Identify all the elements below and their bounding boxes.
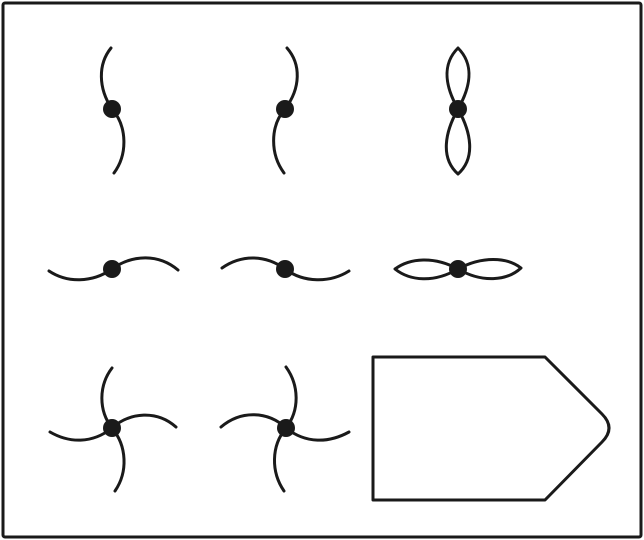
hub-dot	[449, 100, 467, 118]
hub-dot	[103, 260, 121, 278]
cell-r2-c1	[47, 256, 180, 282]
cell-r3-c2	[219, 365, 351, 493]
petal-top	[445, 46, 471, 111]
hub-dot	[276, 100, 294, 118]
cell-r3-c1	[48, 366, 178, 493]
answer-slot-pentagon[interactable]	[371, 355, 611, 502]
cell-r2-c2	[220, 256, 351, 282]
cell-r1-c1	[99, 46, 126, 175]
cell-r1-c3	[444, 46, 472, 176]
petal-left	[393, 258, 460, 281]
hub-dot	[103, 100, 121, 118]
hub-dot	[449, 260, 467, 278]
petal-right	[456, 258, 523, 281]
cell-r1-c2	[272, 46, 299, 175]
hub-dot	[276, 260, 294, 278]
cell-r2-c3	[393, 258, 523, 281]
petal-bottom	[444, 107, 472, 176]
hub-dot	[103, 419, 121, 437]
hub-dot	[277, 419, 295, 437]
